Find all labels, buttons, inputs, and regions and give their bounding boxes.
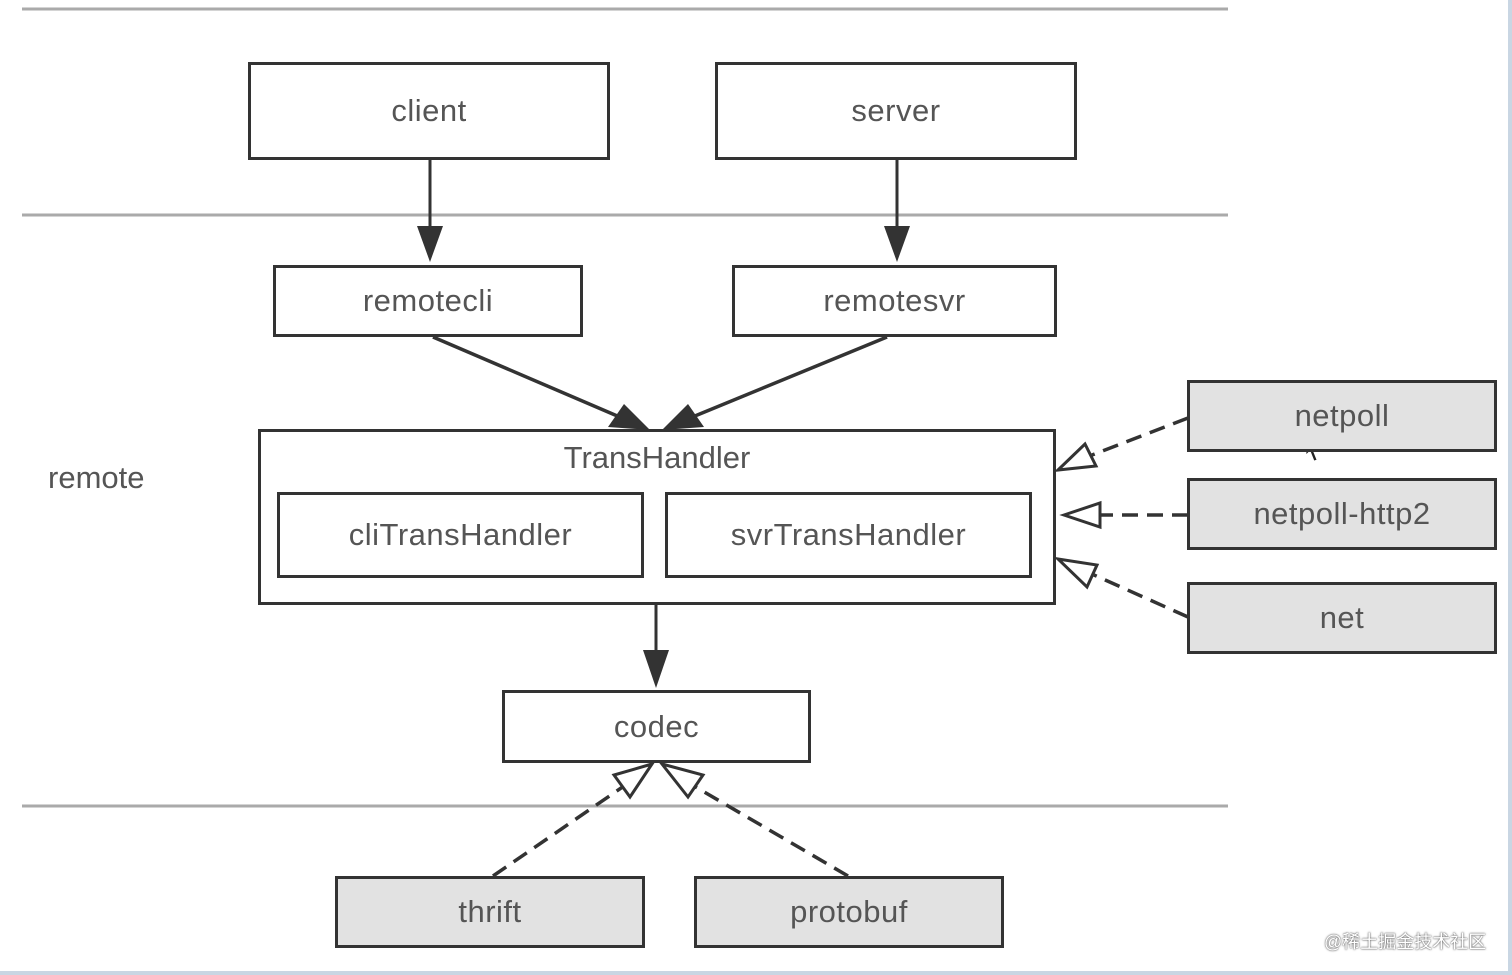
arrowhead-transhandler-left: [608, 404, 650, 430]
hollow-arrowhead-protobuf: [658, 761, 706, 800]
hollow-arrowhead-net: [1053, 556, 1100, 590]
edge-protobuf-codec: [693, 784, 849, 878]
watermark: @稀土掘金技术社区: [1324, 932, 1487, 952]
netpoll-http2-box: netpoll-http2: [1187, 478, 1497, 550]
layer-label-remote: remote: [48, 460, 145, 495]
frame-bottom-edge: [0, 971, 1512, 975]
protobuf-box: protobuf: [694, 876, 1004, 948]
svrtranshandler-box: svrTransHandler: [665, 492, 1032, 578]
arrowhead-remotesvr: [884, 226, 910, 262]
edge-remotecli-transhandler: [432, 335, 623, 420]
thrift-box: thrift: [335, 876, 645, 948]
codec-box: codec: [502, 690, 811, 763]
edge-thrift-codec: [492, 784, 625, 878]
edge-net-transhandler: [1093, 573, 1189, 619]
clitranshandler-box: cliTransHandler: [277, 492, 644, 578]
arrowhead-transhandler-right: [662, 404, 704, 430]
arrowhead-codec: [643, 650, 669, 688]
hollow-arrowhead-thrift: [611, 761, 656, 800]
remotesvr-box: remotesvr: [732, 265, 1057, 337]
arrowhead-remotecli: [417, 226, 443, 262]
edge-remotesvr-transhandler: [689, 335, 888, 420]
hollow-arrowhead-netpoll-http2: [1059, 500, 1102, 530]
remotecli-box: remotecli: [273, 265, 583, 337]
netpoll-box: netpoll: [1187, 380, 1497, 452]
net-box: net: [1187, 582, 1497, 654]
client-box: client: [248, 62, 610, 160]
edge-netpoll-transhandler: [1091, 416, 1189, 457]
server-box: server: [715, 62, 1077, 160]
hollow-arrowhead-netpoll: [1053, 441, 1099, 472]
transhandler-title: TransHandler: [563, 440, 751, 475]
frame-right-edge: [1508, 0, 1512, 975]
